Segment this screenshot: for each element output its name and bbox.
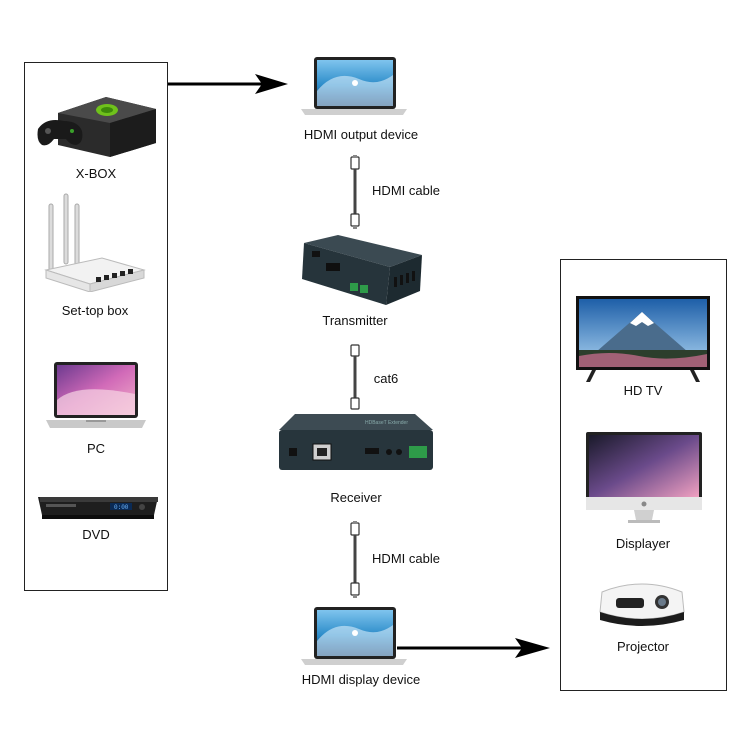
cable-label: HDMI cable <box>372 183 440 198</box>
tv-icon <box>576 296 710 382</box>
dvd-player-icon: 0:00 <box>38 497 158 519</box>
receiver-icon: HDBaseT Extender <box>279 414 433 470</box>
source-label: PC <box>86 441 106 456</box>
monitor-icon <box>586 432 702 523</box>
laptop-icon <box>301 57 407 115</box>
laptop-icon <box>46 362 146 428</box>
laptop-icon <box>301 607 407 665</box>
source-label: DVD <box>82 527 110 542</box>
source-label: X-BOX <box>75 166 117 181</box>
output-device-label: HDMI output device <box>303 127 419 142</box>
game-console-icon <box>37 97 156 157</box>
cat6-cable-icon <box>350 344 360 410</box>
transmitter-label: Transmitter <box>322 313 388 328</box>
transmitter-icon <box>302 235 422 305</box>
receiver-label: Receiver <box>330 490 382 505</box>
svg-text:HDBaseT Extender: HDBaseT Extender <box>365 420 408 426</box>
cable-label: cat6 <box>373 371 399 386</box>
cable-label: HDMI cable <box>372 551 440 566</box>
projector-icon <box>599 583 685 626</box>
display-label: Projector <box>616 639 670 654</box>
display-device-label: HDMI display device <box>301 672 421 687</box>
router-icon <box>44 193 146 292</box>
hdmi-cable-icon <box>350 155 360 229</box>
display-label: HD TV <box>623 383 663 398</box>
hdmi-cable-icon <box>350 521 360 598</box>
display-label: Displayer <box>615 536 671 551</box>
svg-text:0:00: 0:00 <box>114 504 129 511</box>
source-label: Set-top box <box>61 303 129 318</box>
